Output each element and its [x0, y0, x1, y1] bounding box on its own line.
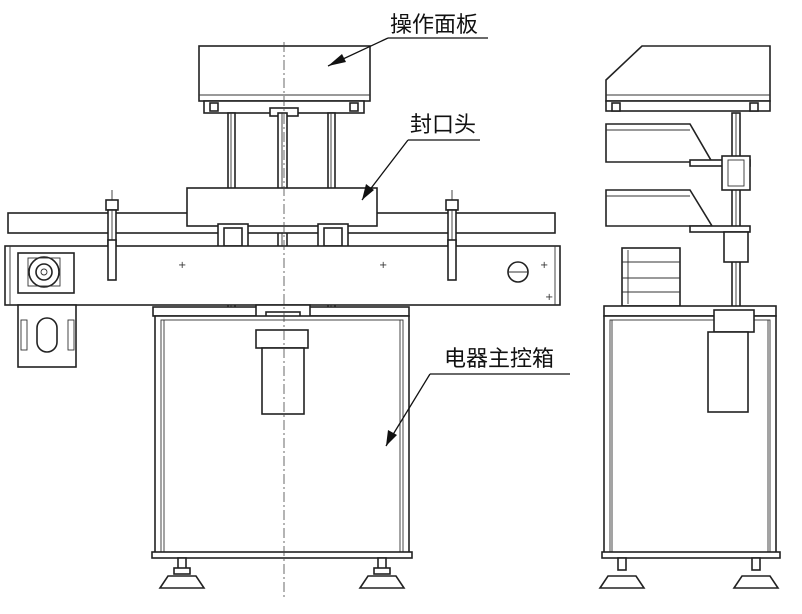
control-panel-box [198, 45, 371, 102]
label-sealing-head: 封口头 [410, 113, 476, 138]
foot-right [358, 557, 406, 589]
control-panel-side [605, 45, 771, 102]
front-view: + + + + [4, 42, 561, 600]
annotations: 操作面板 封口头 电器主控箱 [327, 13, 570, 447]
svg-text:+: + [540, 260, 548, 271]
label-electrical-box: 电器主控箱 [444, 347, 554, 372]
cabinet-side [603, 315, 777, 557]
sealing-head-box [186, 187, 378, 227]
side-foot-right [732, 557, 780, 589]
side-view [598, 45, 781, 589]
svg-text:+: + [379, 260, 387, 271]
svg-text:+: + [545, 292, 553, 303]
side-foot-left [598, 557, 646, 589]
main-beam [4, 245, 561, 306]
foot-left [158, 557, 206, 589]
svg-text:+: + [178, 260, 186, 271]
label-control-panel: 操作面板 [390, 13, 478, 38]
